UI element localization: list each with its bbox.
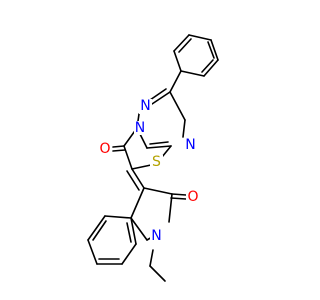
label-n-triazole-top: N: [140, 98, 150, 114]
atom-o-indolone: O: [186, 189, 200, 205]
thiazolone-carbonyl: [112, 145, 126, 152]
exocyclic-double-bond: [126, 168, 145, 191]
atom-n-triazole-top: N: [139, 98, 152, 114]
label-n-indole: N: [151, 228, 161, 244]
molecule-structure: N N N S O O N: [87, 34, 219, 282]
label-n-triazole-right: N: [185, 137, 195, 153]
atom-n-indole: N: [150, 228, 163, 244]
phenyl-triazole-bond: [169, 70, 182, 93]
atom-o-thiazolone: O: [98, 141, 112, 157]
benzo-ring: [87, 215, 137, 265]
phenyl-ring: [173, 34, 219, 77]
n-ethyl-group: [149, 249, 166, 282]
indolone-carbonyl: [170, 193, 187, 200]
label-n-triazole-bottom: N: [135, 120, 145, 136]
label-o-indolone: O: [187, 189, 198, 205]
label-o-thiazolone: O: [99, 141, 110, 157]
atom-n-triazole-right: N: [184, 137, 197, 153]
atom-s-thiazole: S: [150, 154, 163, 170]
atom-n-triazole-bottom: N: [134, 120, 146, 136]
label-s-thiazole: S: [152, 154, 161, 170]
